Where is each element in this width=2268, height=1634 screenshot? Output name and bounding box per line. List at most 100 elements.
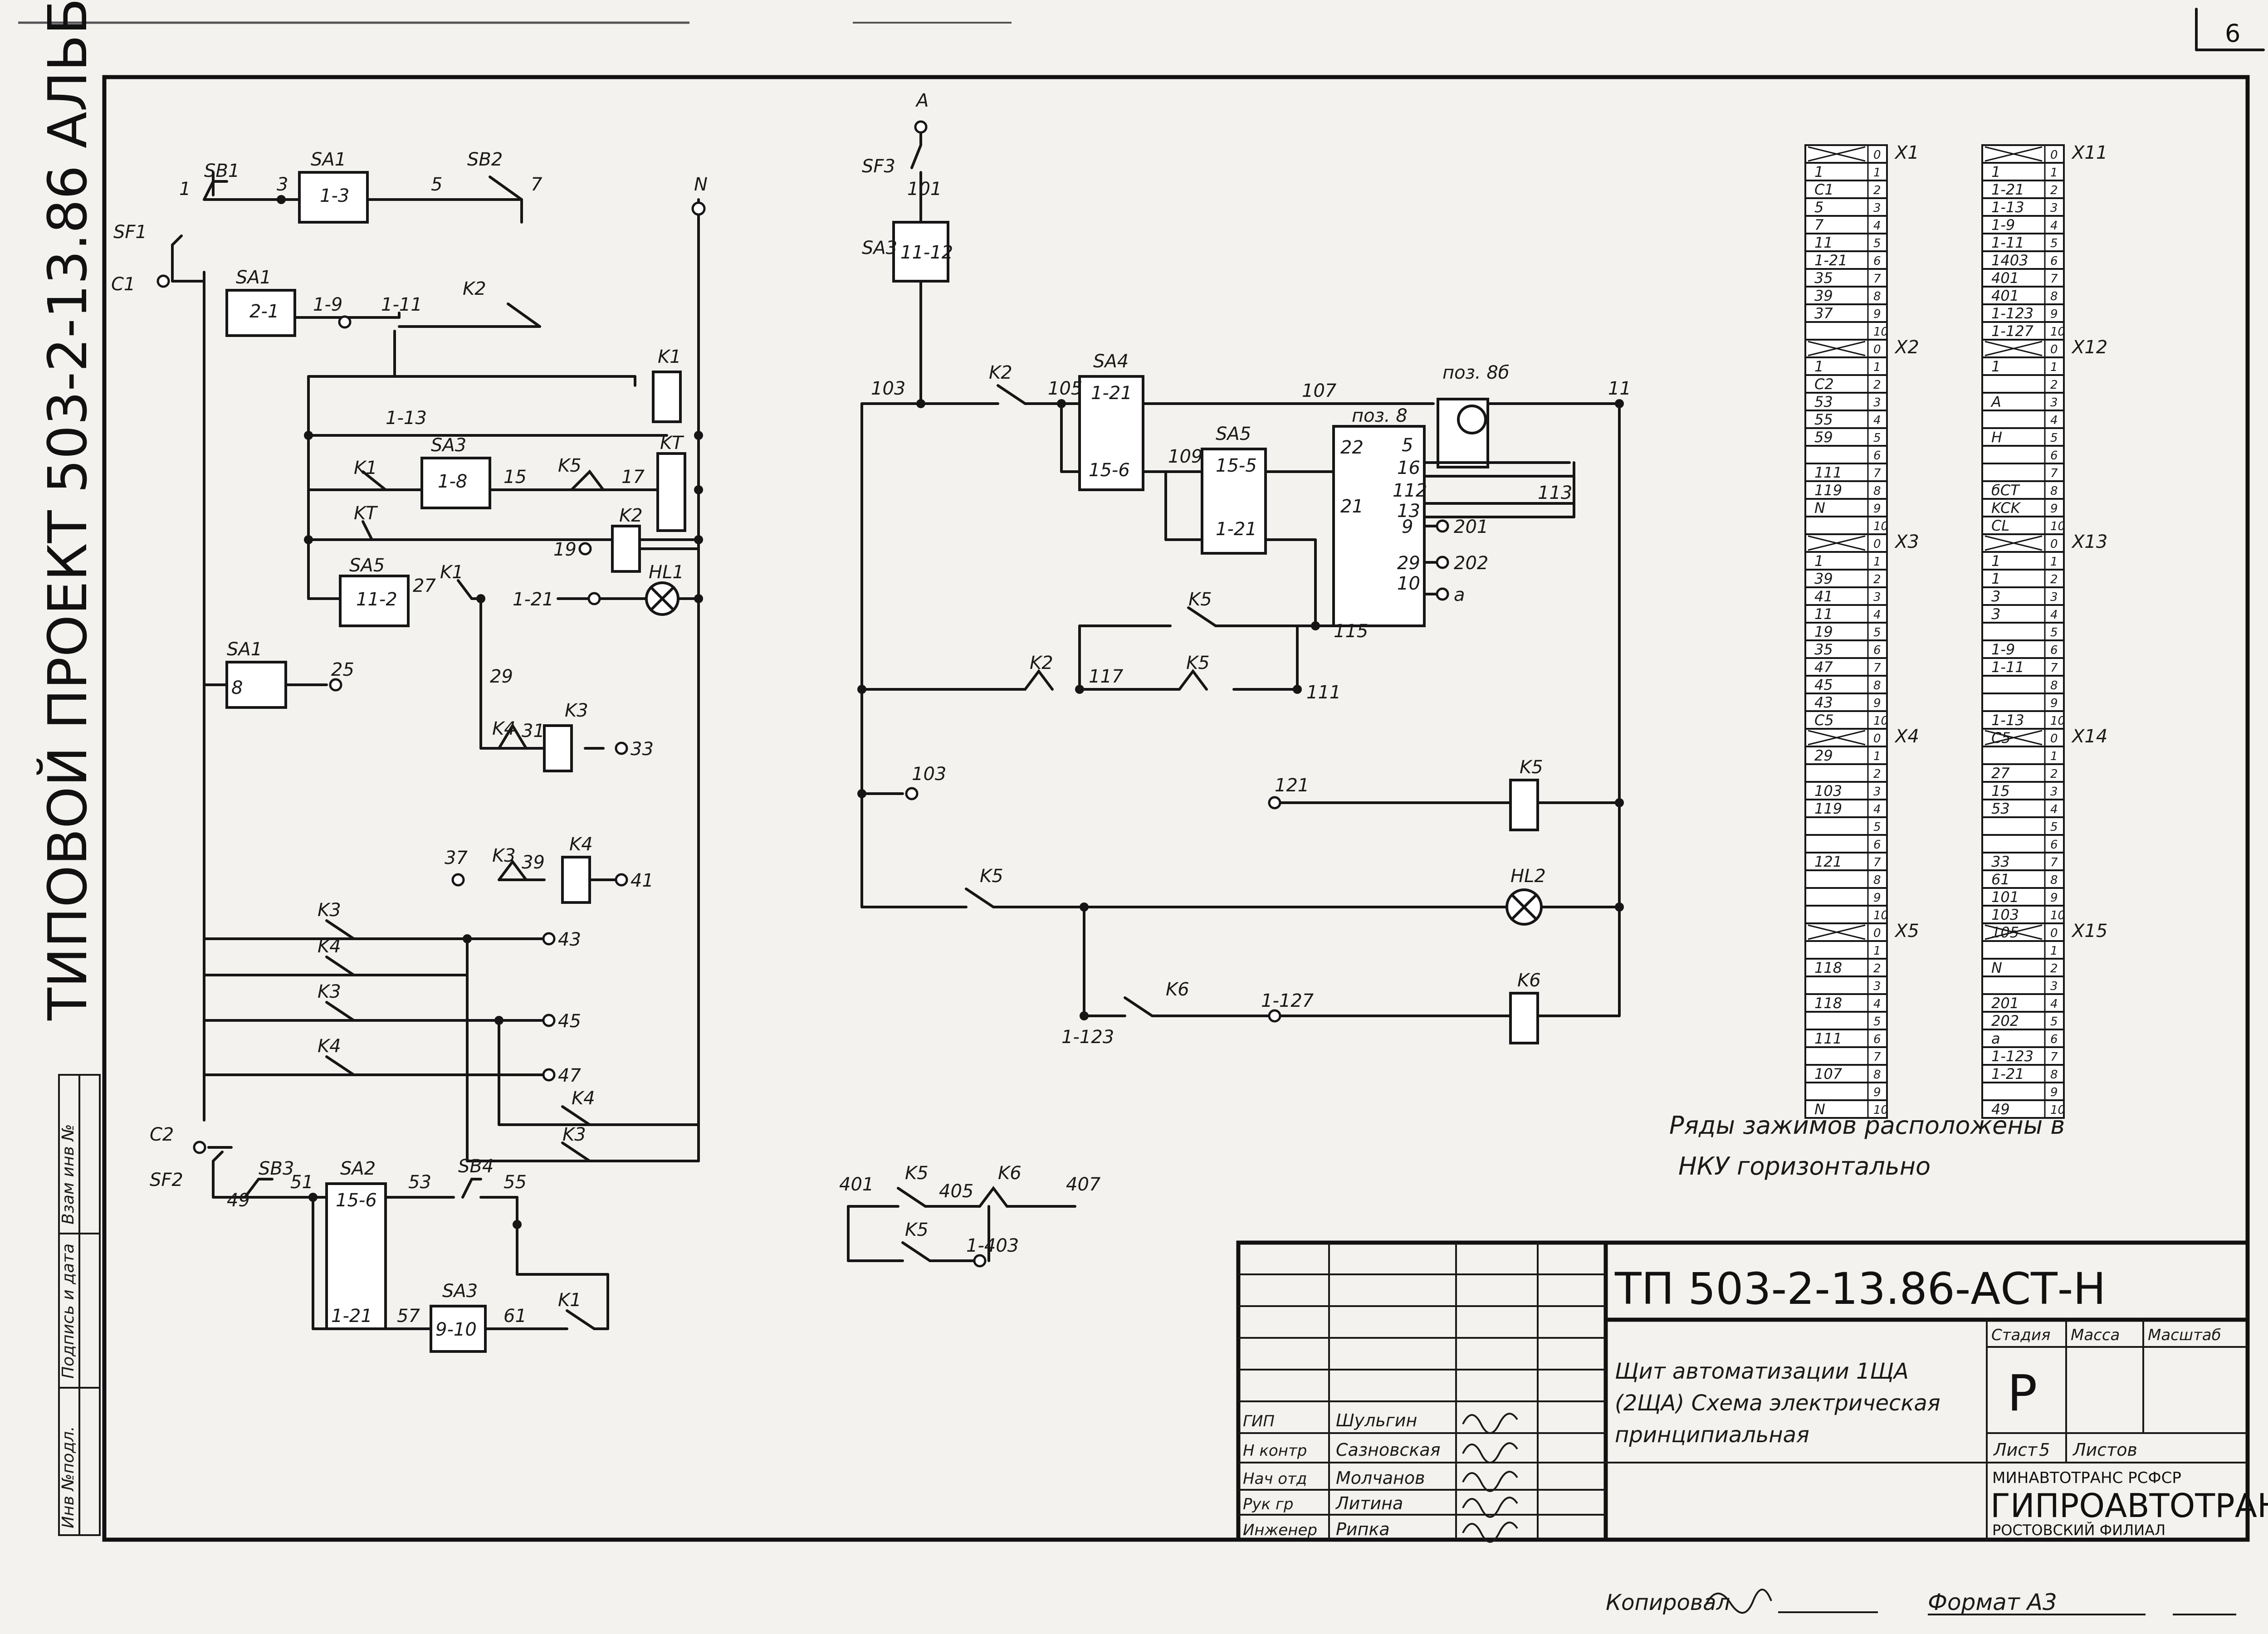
connector-pos-8 [1332, 425, 1426, 627]
terminal-number: 1 [1873, 555, 1881, 569]
terminal-number: 0 [1873, 148, 1881, 162]
page-number: 6 [2225, 19, 2240, 48]
terminal-number: 2 [1873, 378, 1881, 392]
terminal-wire-label: 59 [1814, 429, 1833, 446]
relay-coil-k3 [543, 724, 573, 772]
terminal-cell [1981, 781, 2065, 800]
contact-k4-47 [325, 1055, 355, 1076]
sheet-label: Лист [1993, 1440, 2038, 1460]
footer-copied-label: Копировал [1606, 1590, 1730, 1615]
label-node-27: 27 [413, 576, 436, 596]
terminal-wire-label: N [1814, 499, 1825, 517]
terminal-number: 1 [2050, 361, 2058, 374]
terminal-cell [1981, 445, 2065, 464]
footer-format-label: Формат А3 [1928, 1589, 2057, 1615]
terminal-wire-label: 53 [1991, 800, 2010, 817]
terminal-wire-label: 49 [1991, 1101, 2010, 1118]
sig-name-4: Рипка [1336, 1519, 1390, 1539]
label-hl1: HL1 [649, 562, 684, 583]
terminal-note: Ряды зажимов расположены в НКУ горизонта… [1669, 1111, 2065, 1180]
contact-k3 [498, 859, 528, 881]
terminal-cell [1804, 180, 1888, 199]
label-node-3: 3 [277, 174, 288, 195]
label-node-201: 201 [1454, 517, 1488, 537]
terminal-wire-label: 401 [1991, 287, 2019, 304]
label-pin-112: 112 [1393, 480, 1427, 501]
terminal-number: 6 [1873, 254, 1881, 268]
label-node-107: 107 [1302, 380, 1337, 401]
terminal-cell [1804, 993, 1888, 1013]
terminal-number: 0 [2050, 148, 2058, 162]
switch-sa4-block [1078, 375, 1144, 491]
sheets-label: Листов [2072, 1440, 2137, 1460]
terminal-number: 7 [1873, 272, 1881, 286]
label-k6-405: K6 [998, 1163, 1022, 1184]
label-k3-b: K3 [562, 1124, 586, 1145]
label-node-103-b: 103 [912, 764, 946, 785]
terminal-group-label: X5 [1894, 921, 1919, 941]
label-node-31: 31 [522, 721, 545, 741]
terminal-wire-label: C5 [1814, 712, 1834, 729]
terminal-number: 10 [2050, 325, 2065, 339]
label-node-115: 115 [1334, 621, 1368, 642]
terminal-cell [1981, 1099, 2065, 1119]
terminal-cell [1981, 976, 2065, 995]
label-k3-43: K3 [318, 900, 341, 921]
terminal-wire-label: 118 [1814, 959, 1842, 976]
relay-coil-k6 [1509, 992, 1539, 1044]
terminal-cell [1981, 303, 2065, 323]
terminal-number: 8 [2050, 1068, 2058, 1082]
terminal-number: 5 [2050, 820, 2058, 834]
label-sa3: SA3 [431, 435, 466, 456]
label-node-25: 25 [331, 659, 354, 680]
mass-header: Масса [2071, 1326, 2120, 1344]
terminal-cell [1981, 250, 2065, 270]
terminal-cell [1981, 197, 2065, 217]
label-k1-61: K1 [558, 1290, 582, 1311]
terminal-cell [1804, 1011, 1888, 1030]
terminal-number: 4 [2050, 803, 2058, 816]
terminal-number: 2 [1873, 962, 1881, 976]
terminal-number: 4 [1873, 219, 1881, 233]
terminal-number: 4 [1873, 608, 1881, 622]
terminal-wire-label: 1 [1814, 163, 1823, 180]
terminal-number: 1 [2050, 166, 2058, 180]
contact-k4 [498, 723, 528, 750]
switch-sa3-9-10-block [430, 1305, 487, 1353]
terminal-wire-label: 3 [1991, 588, 2000, 605]
signature-scribble [1462, 1471, 1518, 1492]
terminal-number: 8 [1873, 290, 1881, 303]
terminal-number: 0 [1873, 927, 1881, 940]
terminal-number: 0 [1873, 343, 1881, 356]
label-node-405: 405 [939, 1181, 973, 1202]
terminal-number: 9 [1873, 1086, 1881, 1099]
relay-coil-k4 [561, 856, 591, 904]
terminal-cell [1804, 569, 1888, 588]
center-circuit-labels: A SF3 101 SA3 11-12 103 K2 105 SA4 1-21 … [862, 90, 1631, 1048]
label-node-41: 41 [631, 870, 654, 891]
terminal-wire-label: 1 [1991, 570, 2000, 587]
label-k1-b: K1 [440, 562, 464, 583]
terminal-wire-label: 1 [1991, 358, 2000, 375]
label-sf2: SF2 [150, 1170, 183, 1190]
label-k2: K2 [463, 278, 486, 299]
label-sa1-contacts: 1-3 [320, 185, 349, 206]
terminal-group-label: X15 [2071, 921, 2107, 941]
terminal-number: 0 [2050, 537, 2058, 551]
terminal-wire-label: 43 [1814, 694, 1833, 711]
terminal-number: 10 [2050, 1103, 2065, 1117]
sig-role-2: Нач отд [1243, 1470, 1307, 1488]
terminal-wire-label: 1-21 [1991, 1065, 2024, 1083]
terminal-cell [1981, 693, 2065, 712]
bottom-left-circuit [193, 1141, 609, 1353]
terminal-cell [1804, 427, 1888, 447]
label-node-5: 5 [431, 174, 442, 195]
terminal-group-label: X11 [2071, 142, 2107, 163]
label-k4-43: K4 [318, 936, 341, 957]
switch-sa5-block [339, 575, 410, 627]
terminal-group-x11: X1101121-2131-1341-951-11614037401840191… [1981, 142, 2107, 341]
label-k4-b: K4 [572, 1088, 595, 1109]
terminal-number: 3 [1873, 396, 1881, 410]
terminal-wire-label: 119 [1814, 800, 1842, 817]
terminal-wire-label: 1-127 [1991, 322, 2034, 340]
